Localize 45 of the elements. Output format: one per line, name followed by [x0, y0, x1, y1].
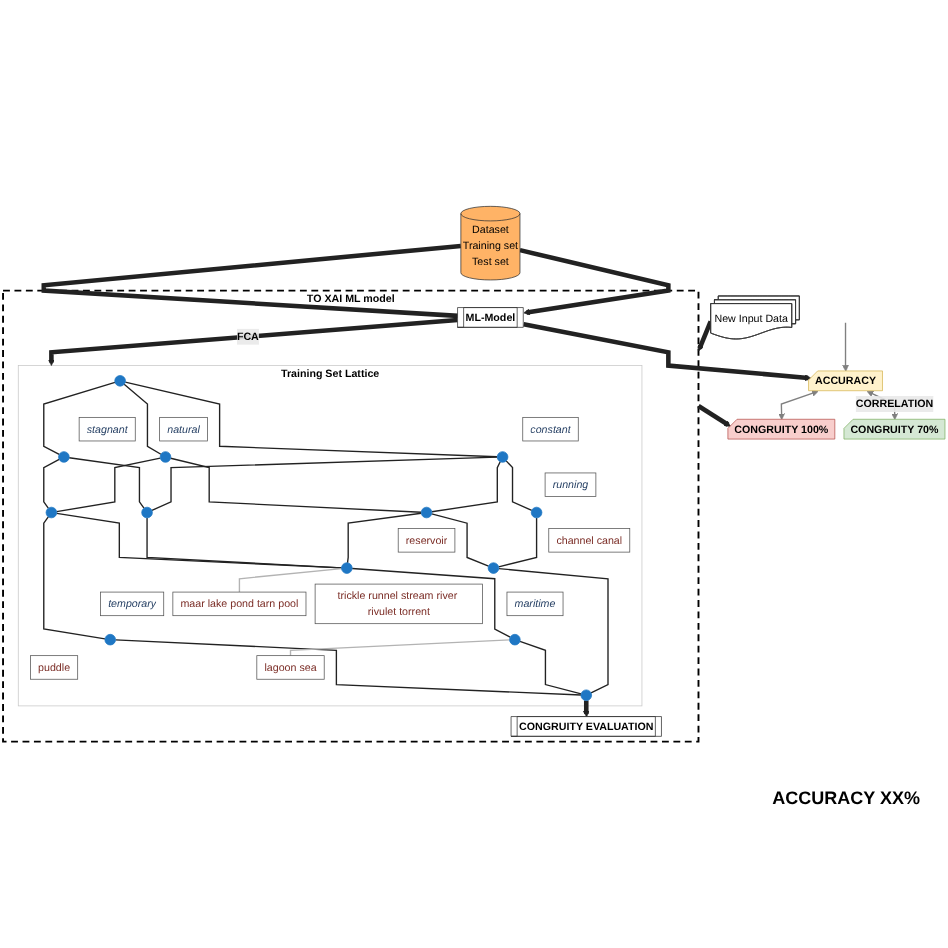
connector: [431, 513, 490, 567]
connector: [43, 516, 106, 640]
node-circle: [159, 451, 172, 463]
connector: [170, 457, 422, 513]
node-circle: [114, 375, 126, 387]
node-circle: [420, 506, 433, 519]
node-circle: [496, 451, 509, 463]
connector: [114, 639, 582, 696]
node-circle: [104, 633, 116, 646]
connector: [68, 457, 145, 509]
node-circle: [341, 562, 353, 574]
connector: [43, 458, 60, 509]
note-text: ACCURACY XX%: [772, 788, 920, 808]
connector: [505, 460, 533, 512]
connector: [498, 567, 609, 694]
arrow: [778, 390, 819, 420]
connector: [497, 517, 538, 568]
connector: [55, 512, 343, 569]
connector: [431, 461, 501, 513]
connector: [151, 456, 498, 512]
connector: [146, 517, 343, 569]
connector: [123, 383, 162, 455]
node-circle: [487, 562, 500, 574]
connector: [289, 639, 511, 657]
node-circle: [509, 633, 521, 646]
connector: [43, 381, 116, 456]
connector: [55, 457, 161, 513]
arrow: [697, 320, 713, 352]
arrow: [842, 322, 849, 372]
connector: [351, 567, 511, 638]
connector: [519, 640, 582, 695]
node-circle: [45, 506, 58, 519]
connector: [124, 381, 498, 458]
node-circle: [530, 506, 543, 519]
arrow: [523, 322, 812, 382]
node-circle: [141, 506, 153, 519]
node-circle: [58, 451, 70, 463]
arrow: [519, 247, 671, 316]
connector: [346, 512, 422, 564]
connector: [41, 243, 462, 319]
connector: [238, 567, 343, 593]
arrow: [697, 404, 731, 427]
node-circle: [580, 689, 592, 701]
arrow: [582, 700, 590, 718]
arrow: [48, 317, 458, 366]
